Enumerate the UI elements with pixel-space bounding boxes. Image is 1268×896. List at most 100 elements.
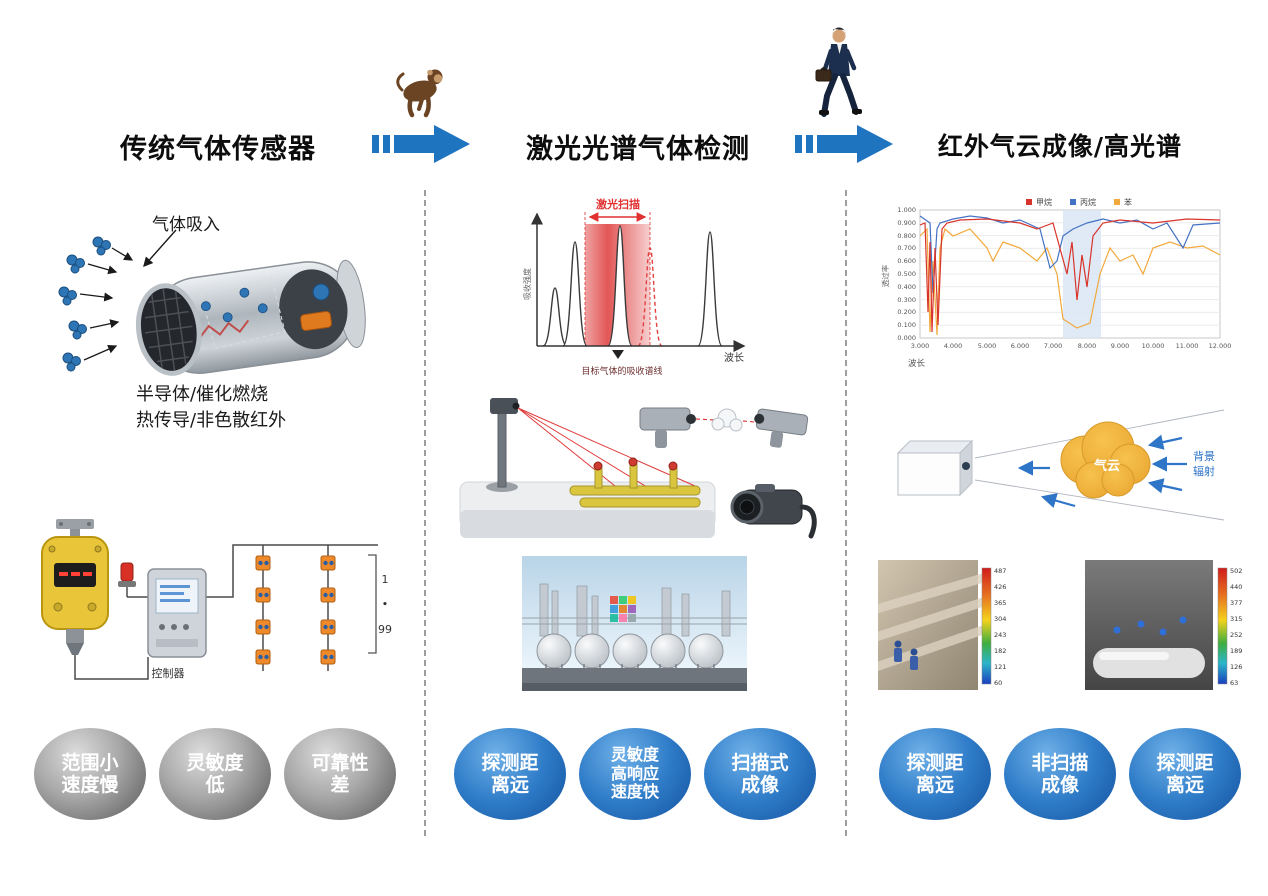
traditional-sensor-illustration	[58, 229, 366, 376]
laser-scan-label: 激光扫描	[596, 197, 640, 211]
infrared-imager	[896, 439, 974, 497]
pipes	[878, 573, 985, 672]
series-benzene	[919, 227, 1221, 336]
svg-text:426: 426	[994, 583, 1006, 591]
detection-markers	[1113, 616, 1187, 636]
drawback-bubble-sensitivity: 灵敏度 低	[159, 728, 271, 820]
gas-intake-label: 气体吸入	[152, 215, 220, 235]
svg-text:0.500: 0.500	[897, 270, 916, 278]
svg-text:365: 365	[994, 599, 1006, 607]
businessman-icon	[815, 27, 862, 117]
dashed-peak	[637, 247, 663, 347]
color-scale-ticks: 487 426 365 304 243 182 121 60	[994, 567, 1006, 687]
svg-text:6.000: 6.000	[1011, 342, 1030, 350]
svg-text:126: 126	[1230, 663, 1242, 671]
svg-text:440: 440	[1230, 583, 1242, 591]
column-title-traditional: 传统气体传感器	[120, 134, 316, 165]
tech-line-1: 半导体/催化燃烧	[136, 384, 269, 405]
chimpanzee-icon	[396, 69, 443, 118]
pipeline-model	[569, 457, 701, 508]
intake-arrows	[79, 247, 134, 361]
intake-pointer-arrow	[143, 229, 177, 268]
controller-screen	[155, 578, 199, 614]
gas-detector-device	[41, 519, 109, 655]
svg-text:7.000: 7.000	[1044, 342, 1063, 350]
svg-text:502: 502	[1230, 567, 1242, 575]
svg-text:9.000: 9.000	[1111, 342, 1130, 350]
column-title-infrared: 红外气云成像/高光谱	[937, 132, 1183, 161]
gas-cloud	[1060, 421, 1151, 499]
legend-methane: 甲烷	[1036, 197, 1052, 207]
svg-text:12.000: 12.000	[1209, 342, 1232, 350]
series-methane	[919, 218, 1221, 333]
svg-text:5.000: 5.000	[978, 342, 997, 350]
laser-pole	[486, 398, 520, 492]
color-scale-bar	[981, 567, 992, 685]
gas-cloud-diagram: 气云 背景 辐射	[896, 409, 1225, 521]
controller-panel: 控制器	[147, 568, 207, 680]
target-gas-annotation: 目标气体的吸收谱线	[581, 365, 662, 377]
svg-text:背景: 背景	[1193, 449, 1215, 463]
absorption-peaks	[542, 225, 723, 347]
open-path-beam	[695, 418, 756, 423]
svg-text:304: 304	[994, 615, 1006, 623]
svg-text:8.000: 8.000	[1078, 342, 1097, 350]
color-scale-bar	[1217, 567, 1228, 685]
svg-text:0.000: 0.000	[897, 334, 916, 342]
svg-text:0.600: 0.600	[897, 257, 916, 265]
drawback-bubble-reliability: 可靠性 差	[284, 728, 396, 820]
laser-equipment-scene	[459, 398, 817, 539]
annotation-pointer	[612, 350, 624, 359]
svg-text:182: 182	[994, 647, 1006, 655]
y-axis-label: 吸收强度	[522, 268, 532, 300]
gas-cloud-label: 气云	[1094, 458, 1120, 474]
radiation-label: 背景 辐射	[1193, 449, 1215, 478]
radiation-arrows	[1017, 434, 1187, 508]
x-axis-label: 波长	[908, 358, 926, 369]
svg-text:0.900: 0.900	[897, 219, 916, 227]
thermal-image-right: 502 440 377 315 252 189 126 63	[1085, 560, 1242, 690]
svg-text:60: 60	[994, 679, 1002, 687]
legend-propane: 丙烷	[1080, 197, 1096, 207]
detector-chain-1	[255, 555, 271, 665]
separator-right	[845, 190, 847, 836]
svg-text:4.000: 4.000	[944, 342, 963, 350]
svg-text:0.700: 0.700	[897, 244, 916, 252]
gas-molecules	[58, 236, 111, 372]
drawback-bubble-range: 范围小 速度慢	[34, 728, 146, 820]
handheld-detector-right	[754, 408, 809, 448]
laser-spectrum-chart: 激光扫描 波长 吸收强度 目标气体的吸收谱线	[522, 197, 746, 377]
sensor-cylinder	[135, 259, 366, 376]
advantage-bubble-distance-2: 探测距 离远	[879, 728, 991, 820]
colored-watermark	[610, 596, 636, 622]
towers	[539, 583, 731, 637]
svg-text:0.400: 0.400	[897, 283, 916, 291]
x-axis-label: 波长	[724, 351, 744, 364]
range-top: 1	[382, 573, 389, 586]
tech-line-2: 热传导/非色散红外	[136, 410, 287, 432]
svg-text:3.000: 3.000	[911, 342, 930, 350]
chart-legend: 甲烷 丙烷 苯	[1026, 197, 1132, 207]
range-mid: ∙	[382, 597, 389, 610]
svg-text:315: 315	[1230, 615, 1242, 623]
arrow-right-1	[372, 125, 470, 163]
color-scale-ticks: 502 440 377 315 252 189 126 63	[1230, 567, 1242, 687]
transmission-chart: 甲烷 丙烷 苯 1.000 0.900 0.800 0.700 0.600 0.…	[880, 197, 1232, 369]
advantage-bubble-nonscanning: 非扫描 成像	[1004, 728, 1116, 820]
svg-text:11.000: 11.000	[1176, 342, 1199, 350]
handheld-detector-left	[639, 407, 696, 448]
svg-text:10.000: 10.000	[1142, 342, 1165, 350]
arrow-right-2	[795, 125, 893, 163]
x-ticks: 3.000 4.000 5.000 6.000 7.000 8.000 9.00…	[911, 342, 1232, 350]
svg-text:252: 252	[1230, 631, 1242, 639]
shaded-band	[1063, 210, 1101, 338]
svg-text:189: 189	[1230, 647, 1242, 655]
spherical-tanks	[536, 633, 724, 674]
y-axis-label: 透过率	[880, 264, 890, 287]
svg-text:243: 243	[994, 631, 1006, 639]
svg-text:377: 377	[1230, 599, 1242, 607]
gas-plume	[711, 408, 743, 432]
refinery-photo	[522, 556, 747, 691]
y-ticks: 1.000 0.900 0.800 0.700 0.600 0.500 0.40…	[897, 206, 916, 342]
